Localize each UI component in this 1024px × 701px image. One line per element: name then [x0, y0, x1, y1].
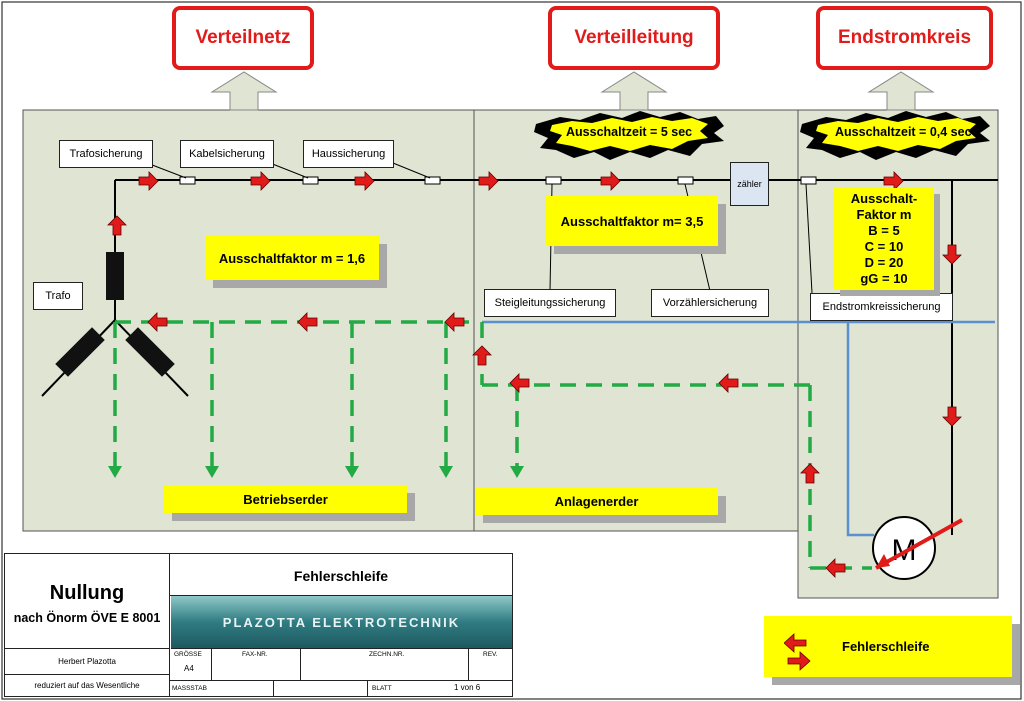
- anlagenerder-label: Anlagenerder: [475, 488, 718, 515]
- note-cell: reduziert auf das Wesentliche: [5, 675, 170, 696]
- rev-label: REV.: [483, 651, 498, 658]
- company-logo: PLAZOTTA ELEKTROTECHNIK: [171, 596, 512, 649]
- size-cell: GRÖSSE A4: [170, 649, 212, 681]
- factor-verteilleitung: Ausschaltfaktor m= 3,5: [546, 196, 718, 246]
- title: Nullung: [49, 582, 125, 604]
- drawing-title: Fehlerschleife: [293, 568, 389, 584]
- factor-endstromkreis-line-5: D = 20: [864, 255, 904, 270]
- switch-off-time-endstromkreis: Ausschaltzeit = 0,4 sec: [835, 125, 972, 139]
- size-value: A4: [184, 664, 194, 673]
- factor-endstromkreis-line-4: C = 10: [864, 239, 904, 254]
- legend-label: Fehlerschleife: [842, 639, 930, 654]
- title-cell: Nullung nach Önorm ÖVE E 8001: [5, 554, 170, 649]
- up-arrow-endstromkreis: [867, 71, 935, 111]
- up-arrow-verteilleitung: [600, 71, 668, 111]
- fuse-haus: [424, 176, 441, 185]
- up-arrow-verteilnetz: [210, 71, 278, 111]
- scale-cell: MASSSTAB: [170, 681, 274, 696]
- switch-off-time-verteilleitung: Ausschaltzeit = 5 sec: [566, 125, 693, 139]
- factor-endstromkreis: Ausschalt- Faktor m B = 5 C = 10 D = 20 …: [834, 188, 934, 290]
- fax-cell: FAX-NR.: [212, 649, 301, 681]
- label-steigleitungssicherung: Steigleitungssicherung: [484, 289, 616, 317]
- label-kabelsicherung: Kabelsicherung: [180, 140, 274, 168]
- drawing-no-label: ZECHN.NR.: [369, 651, 405, 658]
- size-label: GRÖSSE: [174, 651, 202, 658]
- scale-value-cell: [274, 681, 368, 696]
- factor-endstromkreis-line-2: Faktor m: [856, 207, 912, 222]
- zaehler-box: zähler: [730, 162, 769, 206]
- label-vorzaehlersicherung: Vorzählersicherung: [651, 289, 769, 317]
- betriebserder-label: Betriebserder: [164, 485, 407, 513]
- fuse-trafo: [179, 176, 196, 185]
- author: Herbert Plazotta: [58, 657, 116, 666]
- fuse-endstromkreis: [800, 176, 817, 185]
- sheet-cell: BLATT 1 von 6: [368, 681, 512, 696]
- factor-verteilnetz: Ausschaltfaktor m = 1,6: [205, 236, 379, 280]
- author-cell: Herbert Plazotta: [5, 649, 170, 675]
- fuse-steigleitung: [545, 176, 562, 185]
- factor-endstromkreis-line-1: Ausschalt-: [850, 191, 918, 206]
- sheet-value: 1 von 6: [454, 683, 481, 692]
- company-name: PLAZOTTA ELEKTROTECHNIK: [222, 614, 461, 630]
- title-block: Nullung nach Önorm ÖVE E 8001 Fehlerschl…: [4, 553, 513, 697]
- legend-box: Fehlerschleife: [764, 616, 1012, 677]
- trafo-winding-left: [55, 327, 105, 377]
- header-endstromkreis: Endstromkreis: [816, 6, 993, 70]
- legend-arrow-icon: [784, 633, 811, 671]
- sheet-label: BLATT: [372, 685, 392, 692]
- fuse-kabel: [302, 176, 319, 185]
- drawing-no-cell: ZECHN.NR.: [301, 649, 469, 681]
- label-endstromkreissicherung: Endstromkreissicherung: [810, 293, 953, 321]
- header-verteilnetz: Verteilnetz: [172, 6, 314, 70]
- trafo-winding-right: [125, 327, 175, 377]
- note: reduziert auf das Wesentliche: [34, 681, 140, 690]
- drawing-title-cell: Fehlerschleife: [170, 554, 512, 596]
- factor-endstromkreis-line-3: B = 5: [868, 223, 900, 238]
- scale-label: MASSSTAB: [172, 685, 207, 692]
- fax-label: FAX-NR.: [242, 651, 268, 658]
- trafo-winding-top: [106, 252, 124, 300]
- label-trafosicherung: Trafosicherung: [59, 140, 153, 168]
- fuse-vorzaehler: [677, 176, 694, 185]
- factor-endstromkreis-line-6: gG = 10: [860, 271, 908, 286]
- rev-cell: REV.: [469, 649, 512, 681]
- label-haussicherung: Haussicherung: [303, 140, 394, 168]
- label-trafo: Trafo: [33, 282, 83, 310]
- header-verteilleitung: Verteilleitung: [548, 6, 720, 70]
- subtitle: nach Önorm ÖVE E 8001: [13, 611, 161, 625]
